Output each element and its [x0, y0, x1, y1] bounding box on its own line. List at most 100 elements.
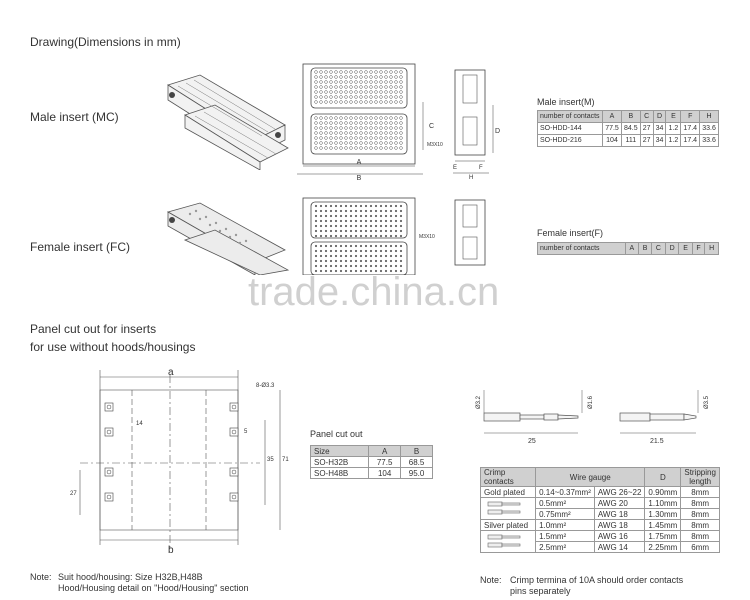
- contact-pin: [384, 259, 388, 263]
- dim-e-label: E: [453, 165, 457, 171]
- contact-pin: [314, 264, 318, 268]
- contact-hole: [379, 146, 383, 150]
- contact-pin: [334, 229, 338, 233]
- pin-length-1: 25: [528, 438, 536, 445]
- contact-pin: [374, 224, 378, 228]
- contact-hole: [379, 75, 383, 79]
- contact-pin: [369, 264, 373, 268]
- contact-pin: [369, 229, 373, 233]
- contact-hole: [314, 126, 318, 130]
- contact-pin: [324, 224, 328, 228]
- contact-hole: [314, 146, 318, 150]
- contact-hole: [339, 146, 343, 150]
- contact-pin: [369, 269, 373, 273]
- cell: AWG 18: [593, 508, 646, 520]
- contact-hole: [374, 116, 378, 120]
- contact-pin: [334, 209, 338, 213]
- contact-hole: [379, 131, 383, 135]
- contact-pin: [399, 224, 403, 228]
- contact-hole: [324, 146, 328, 150]
- contact-pin: [324, 259, 328, 263]
- contact-pin: [319, 269, 323, 273]
- contact-pin: [349, 204, 353, 208]
- contact-hole: [329, 126, 333, 130]
- contact-hole: [394, 131, 398, 135]
- contact-pin: [394, 224, 398, 228]
- contact-pin: [339, 234, 343, 238]
- silver-plated-label: Silver plated: [479, 519, 537, 531]
- contact-pin: [394, 264, 398, 268]
- contact-pin: [379, 234, 383, 238]
- male-header-contacts: number of contacts: [536, 110, 604, 123]
- contact-pin: [379, 214, 383, 218]
- contact-hole: [379, 116, 383, 120]
- contact-pin: [329, 209, 333, 213]
- contact-pin: [319, 229, 323, 233]
- table-row: 0.75mm² AWG 18 1.30mm 8mm: [481, 508, 720, 520]
- contact-hole: [344, 136, 348, 140]
- contact-pin: [349, 254, 353, 258]
- crimp-header-strip: Stripping length: [680, 467, 720, 487]
- contact-pin: [364, 259, 368, 263]
- contact-hole: [339, 70, 343, 74]
- contact-hole: [354, 85, 358, 89]
- contact-pin: [359, 254, 363, 258]
- contact-pin: [399, 204, 403, 208]
- contact-hole: [324, 100, 328, 104]
- contact-pin: [369, 204, 373, 208]
- contact-hole: [379, 100, 383, 104]
- panel-heading-1: Panel cut out for inserts: [30, 322, 157, 336]
- contact-pin: [399, 234, 403, 238]
- contact-hole: [369, 131, 373, 135]
- contact-hole: [349, 136, 353, 140]
- contact-pin: [399, 219, 403, 223]
- contact-hole: [344, 95, 348, 99]
- male-header-c: C: [639, 110, 654, 123]
- contact-pin: [359, 249, 363, 253]
- female-header-d: D: [664, 242, 680, 255]
- contact-hole: [319, 95, 323, 99]
- contact-pin: [334, 259, 338, 263]
- panel-hole-label: 8-Ø3.3: [256, 383, 275, 389]
- cell: 1.2: [665, 122, 682, 135]
- contact-pin: [334, 249, 338, 253]
- contact-pin: [314, 204, 318, 208]
- contact-pin: [359, 264, 363, 268]
- contact-hole: [354, 70, 358, 74]
- contact-pin: [344, 244, 348, 248]
- contact-pin: [364, 229, 368, 233]
- female-header-c: C: [651, 242, 666, 255]
- contact-hole: [314, 100, 318, 104]
- contact-pin: [354, 214, 358, 218]
- contact-pin: [359, 224, 363, 228]
- contact-hole: [384, 131, 388, 135]
- contact-pin: [384, 204, 388, 208]
- contact-hole: [359, 131, 363, 135]
- contact-pin: [339, 264, 343, 268]
- contact-hole: [344, 146, 348, 150]
- contact-hole: [384, 90, 388, 94]
- contact-hole: [339, 85, 343, 89]
- contact-hole: [354, 146, 358, 150]
- contact-pin: [349, 224, 353, 228]
- dim-a-label: A: [357, 159, 362, 166]
- contact-hole: [384, 146, 388, 150]
- contact-pin: [374, 244, 378, 248]
- contact-hole: [329, 95, 333, 99]
- table-row: Silver plated 1.0mm² AWG 18 1.45mm 8mm: [479, 519, 720, 531]
- contact-pin: [339, 244, 343, 248]
- contact-hole: [329, 146, 333, 150]
- contact-hole: [314, 95, 318, 99]
- contact-hole: [374, 90, 378, 94]
- panel-dim-a: a: [168, 367, 174, 378]
- cell: 8mm: [680, 486, 720, 498]
- contact-pin: [399, 249, 403, 253]
- contact-pin: [339, 249, 343, 253]
- contact-pin: [344, 204, 348, 208]
- panel-dim-71: 71: [282, 457, 289, 463]
- contact-pin: [319, 254, 323, 258]
- contact-pin: [364, 264, 368, 268]
- contact-pin: [314, 249, 318, 253]
- contact-hole: [324, 95, 328, 99]
- contact-hole: [364, 100, 368, 104]
